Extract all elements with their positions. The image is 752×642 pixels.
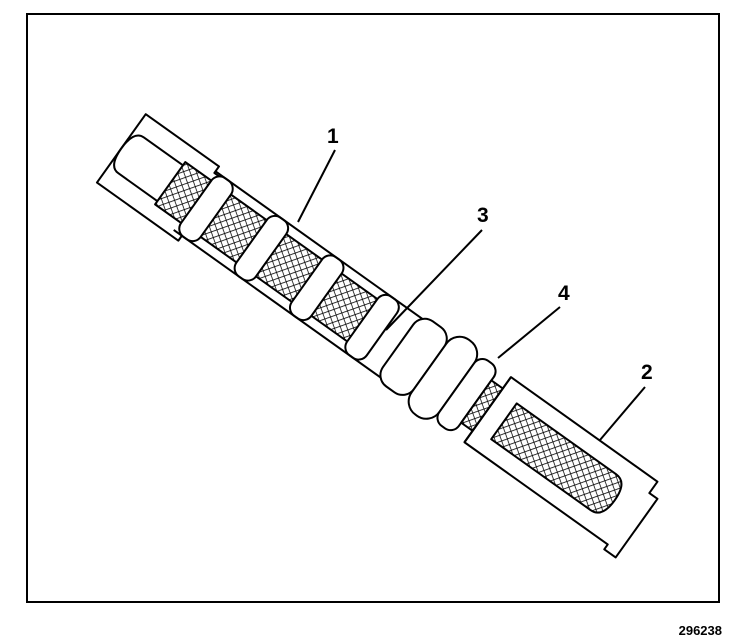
leader-2: [599, 386, 646, 441]
leader-1: [297, 149, 336, 223]
callout-3: 3: [477, 204, 489, 227]
callout-1: 1: [327, 125, 339, 148]
callout-2: 2: [641, 361, 653, 384]
leader-4: [497, 306, 561, 359]
figure-number: 296238: [678, 623, 722, 638]
leader-3: [385, 229, 483, 331]
callout-4: 4: [558, 282, 570, 305]
